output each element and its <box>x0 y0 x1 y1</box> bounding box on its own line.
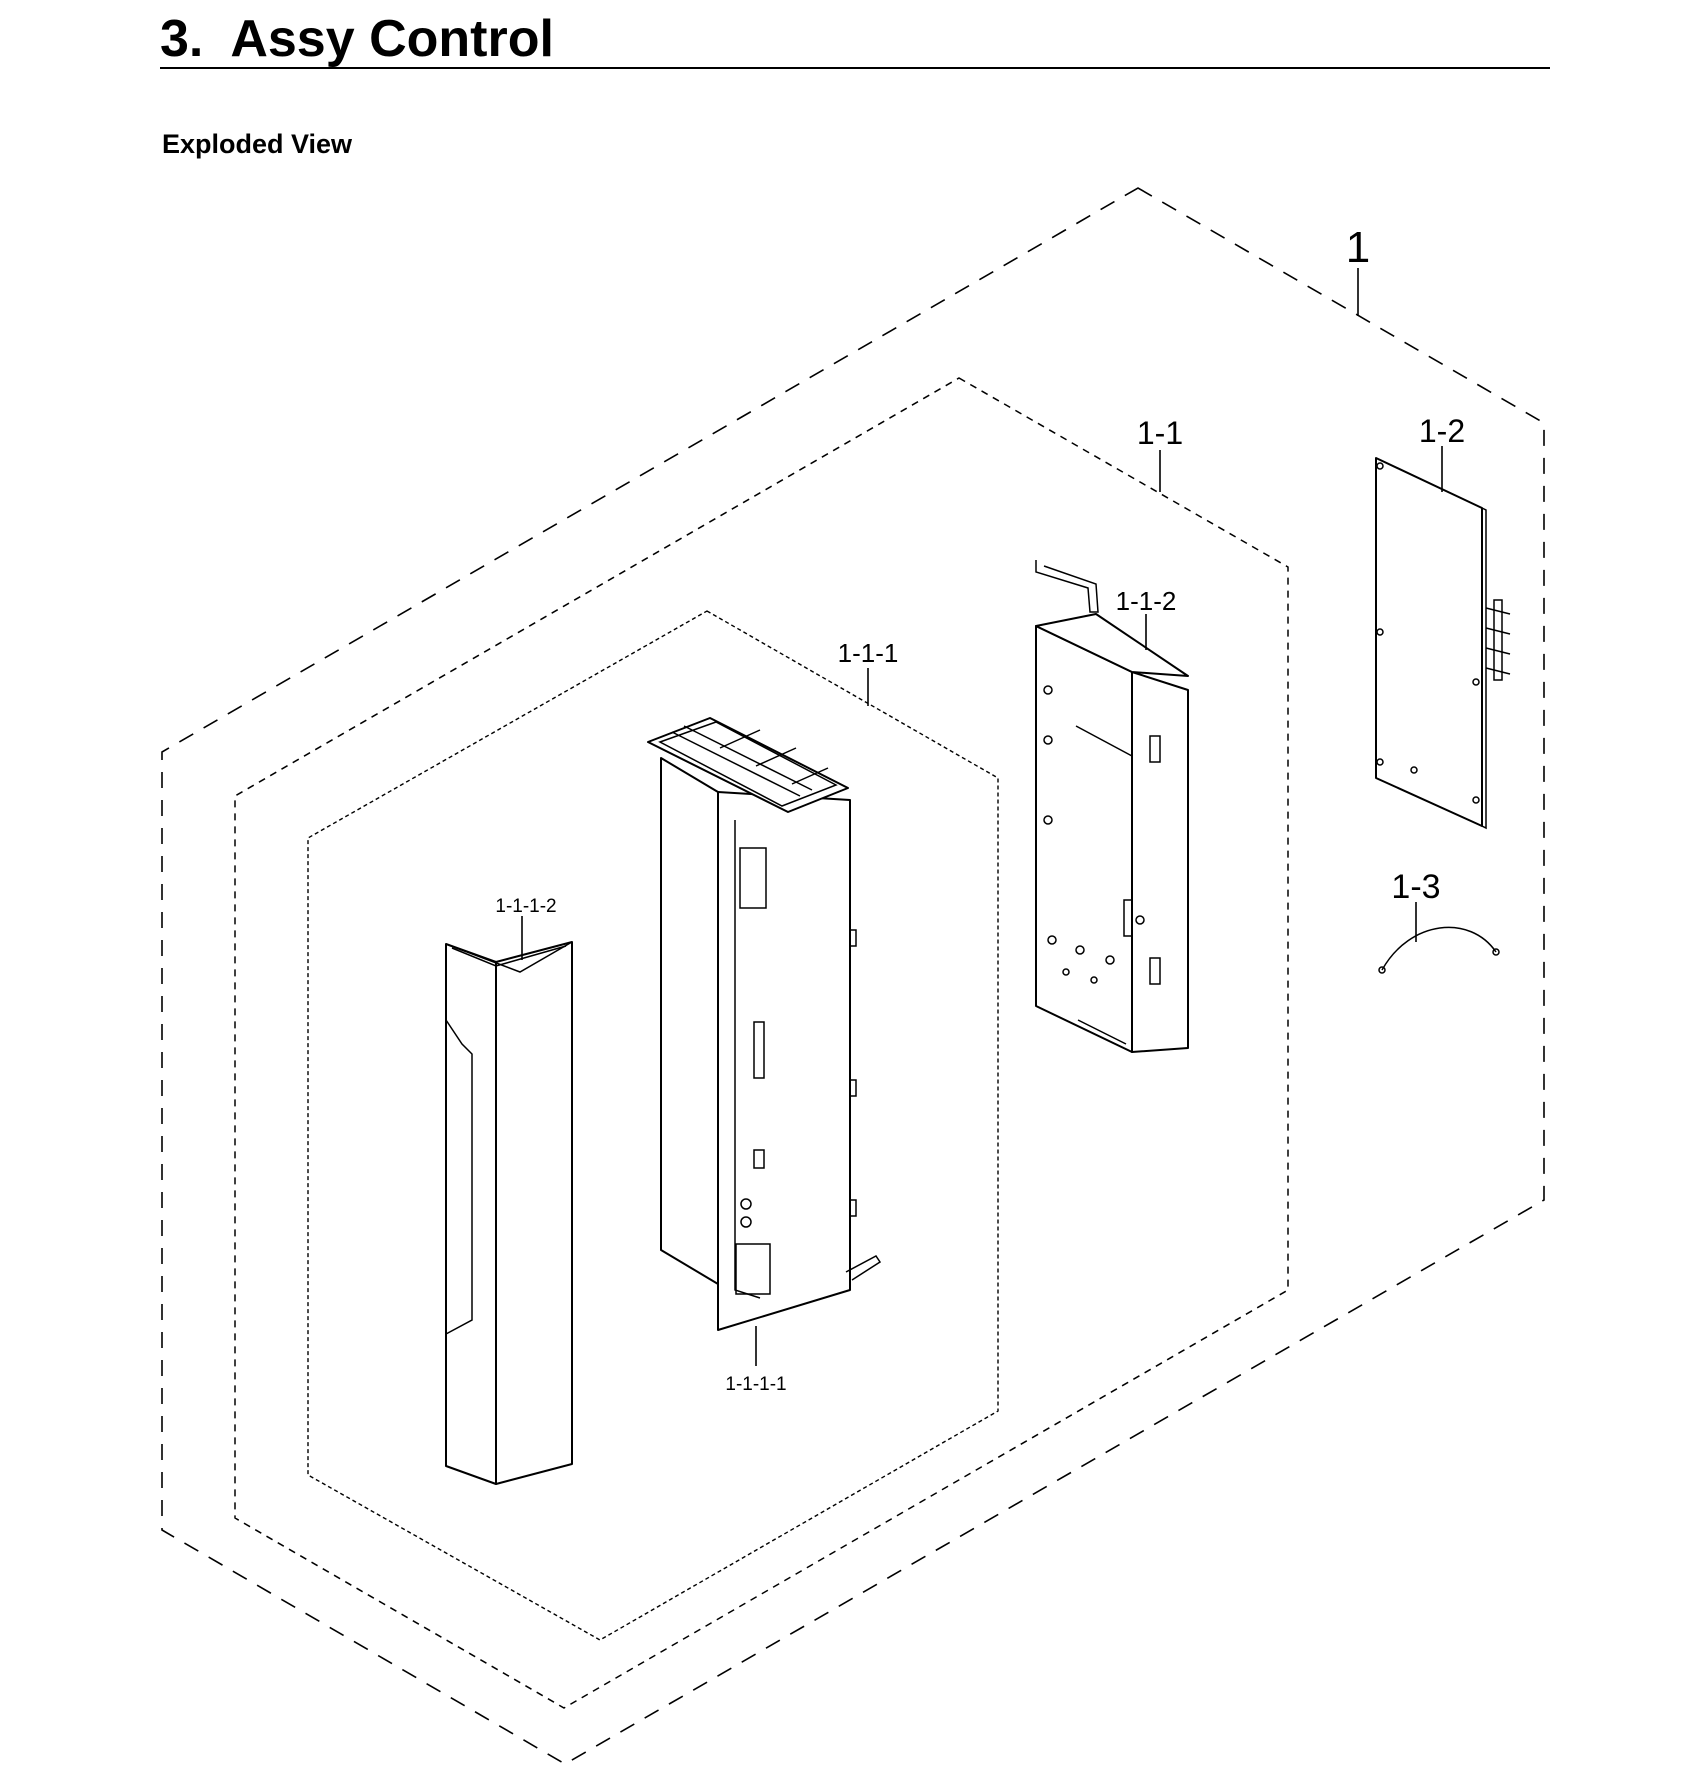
callout-1-1-2: 1-1-2 <box>1116 586 1177 616</box>
part-1-3-wire <box>1378 926 1500 974</box>
page-header: 3. Assy Control <box>160 8 1550 70</box>
callout-1-3: 1-3 <box>1391 868 1440 906</box>
callout-1-1-1-1: 1-1-1-1 <box>725 1374 786 1395</box>
boundary-assy-1-1 <box>234 377 1289 1709</box>
title-rule <box>160 67 1550 69</box>
part-1-1-2-bracket <box>1035 560 1189 1053</box>
callout-1-2: 1-2 <box>1419 413 1465 449</box>
callout-1: 1 <box>1346 223 1370 272</box>
part-1-2-pcb <box>1375 457 1511 830</box>
page-title: 3. Assy Control <box>160 10 554 68</box>
callout-1-1-1-2: 1-1-1-2 <box>495 896 556 917</box>
callout-1-1: 1-1 <box>1137 415 1183 451</box>
part-1-1-1-2-cover <box>445 941 573 1485</box>
boundary-part-1-1-1 <box>307 610 999 1641</box>
boundary-assy-1 <box>161 187 1545 1765</box>
section-label: Exploded View <box>162 129 353 159</box>
callout-1-1-1: 1-1-1 <box>838 638 899 668</box>
part-1-1-1-housing <box>647 717 882 1331</box>
